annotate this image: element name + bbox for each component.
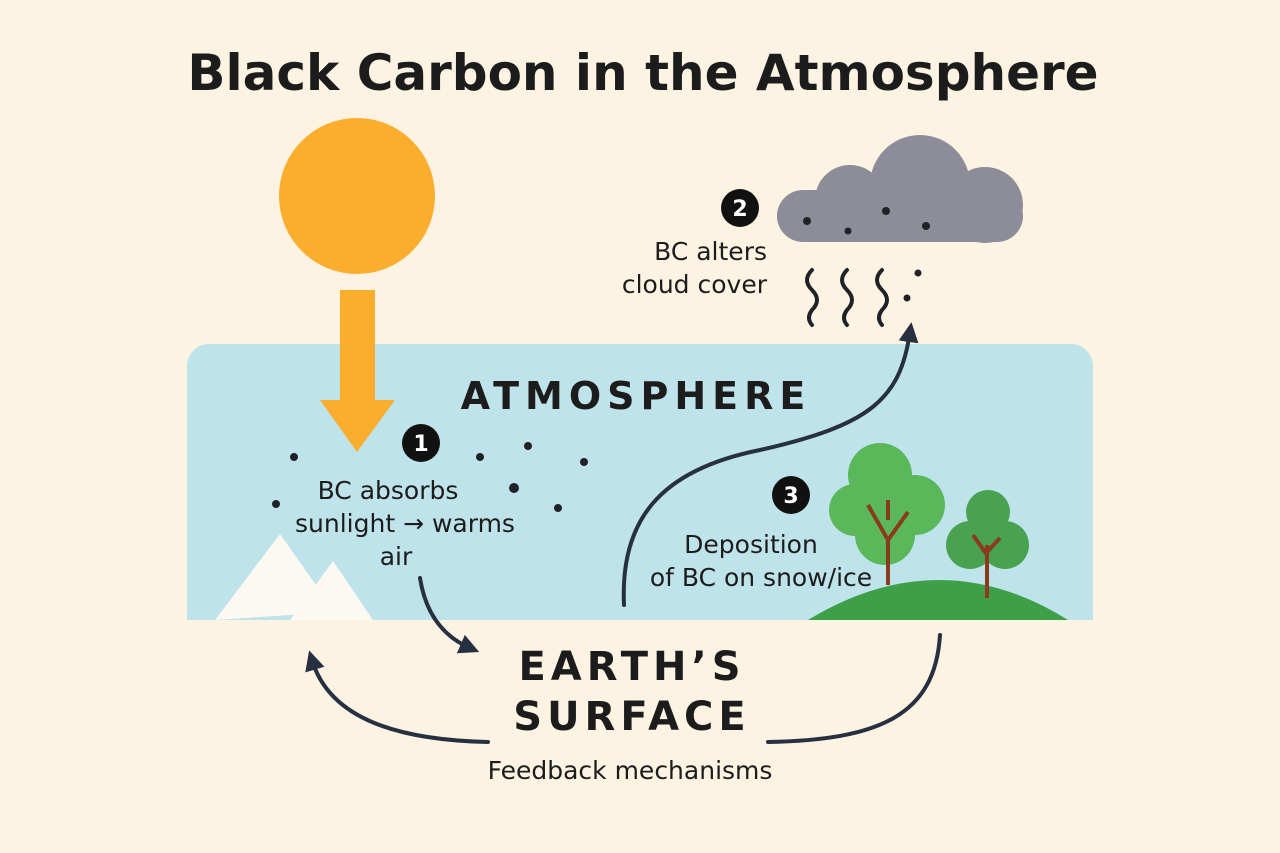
snowy-mountains-icon <box>215 534 373 620</box>
step-text-line: air <box>380 542 413 571</box>
arrow-feedback-right <box>766 633 942 744</box>
step-badge <box>721 189 759 227</box>
cloud-icon <box>777 135 1023 243</box>
arrow-surface-to-cloud <box>621 322 919 607</box>
step-number: 2 <box>732 197 747 222</box>
diagram-title: Black Carbon in the Atmosphere <box>187 44 1098 102</box>
feedback-label: Feedback mechanisms <box>488 756 773 785</box>
step-badge <box>402 424 440 462</box>
step-number: 3 <box>783 484 798 509</box>
step-text-line: cloud cover <box>622 270 768 299</box>
step-text-line: BC alters <box>654 237 767 266</box>
squiggle-lines-icon <box>805 268 889 327</box>
step-text-line: sunlight → warms <box>295 509 515 538</box>
surface-label-line1: EARTH’S <box>518 644 745 690</box>
arrow-air-to-surface <box>418 576 480 654</box>
step-text-line: of BC on snow/ice <box>650 563 872 592</box>
step-badge <box>772 476 810 514</box>
tree-icon <box>946 490 1029 598</box>
arrow-feedback-left <box>305 650 490 744</box>
step-text-line: Deposition <box>684 530 818 559</box>
step-text-line: BC absorbs <box>318 476 459 505</box>
sunlight-arrow-icon <box>320 290 395 452</box>
bc-particles <box>272 442 588 512</box>
step-3: 3 Deposition of BC on snow/ice <box>650 476 872 592</box>
step-number: 1 <box>413 432 428 457</box>
tree-icon <box>829 443 945 585</box>
step-2: 2 BC alters cloud cover <box>622 189 768 299</box>
step-1: 1 BC absorbs sunlight → warms air <box>295 424 515 571</box>
atmosphere-label: ATMOSPHERE <box>461 374 812 418</box>
surface-label-line2: SURFACE <box>513 694 750 740</box>
sun-icon <box>279 118 435 274</box>
hill-icon <box>808 580 1068 620</box>
